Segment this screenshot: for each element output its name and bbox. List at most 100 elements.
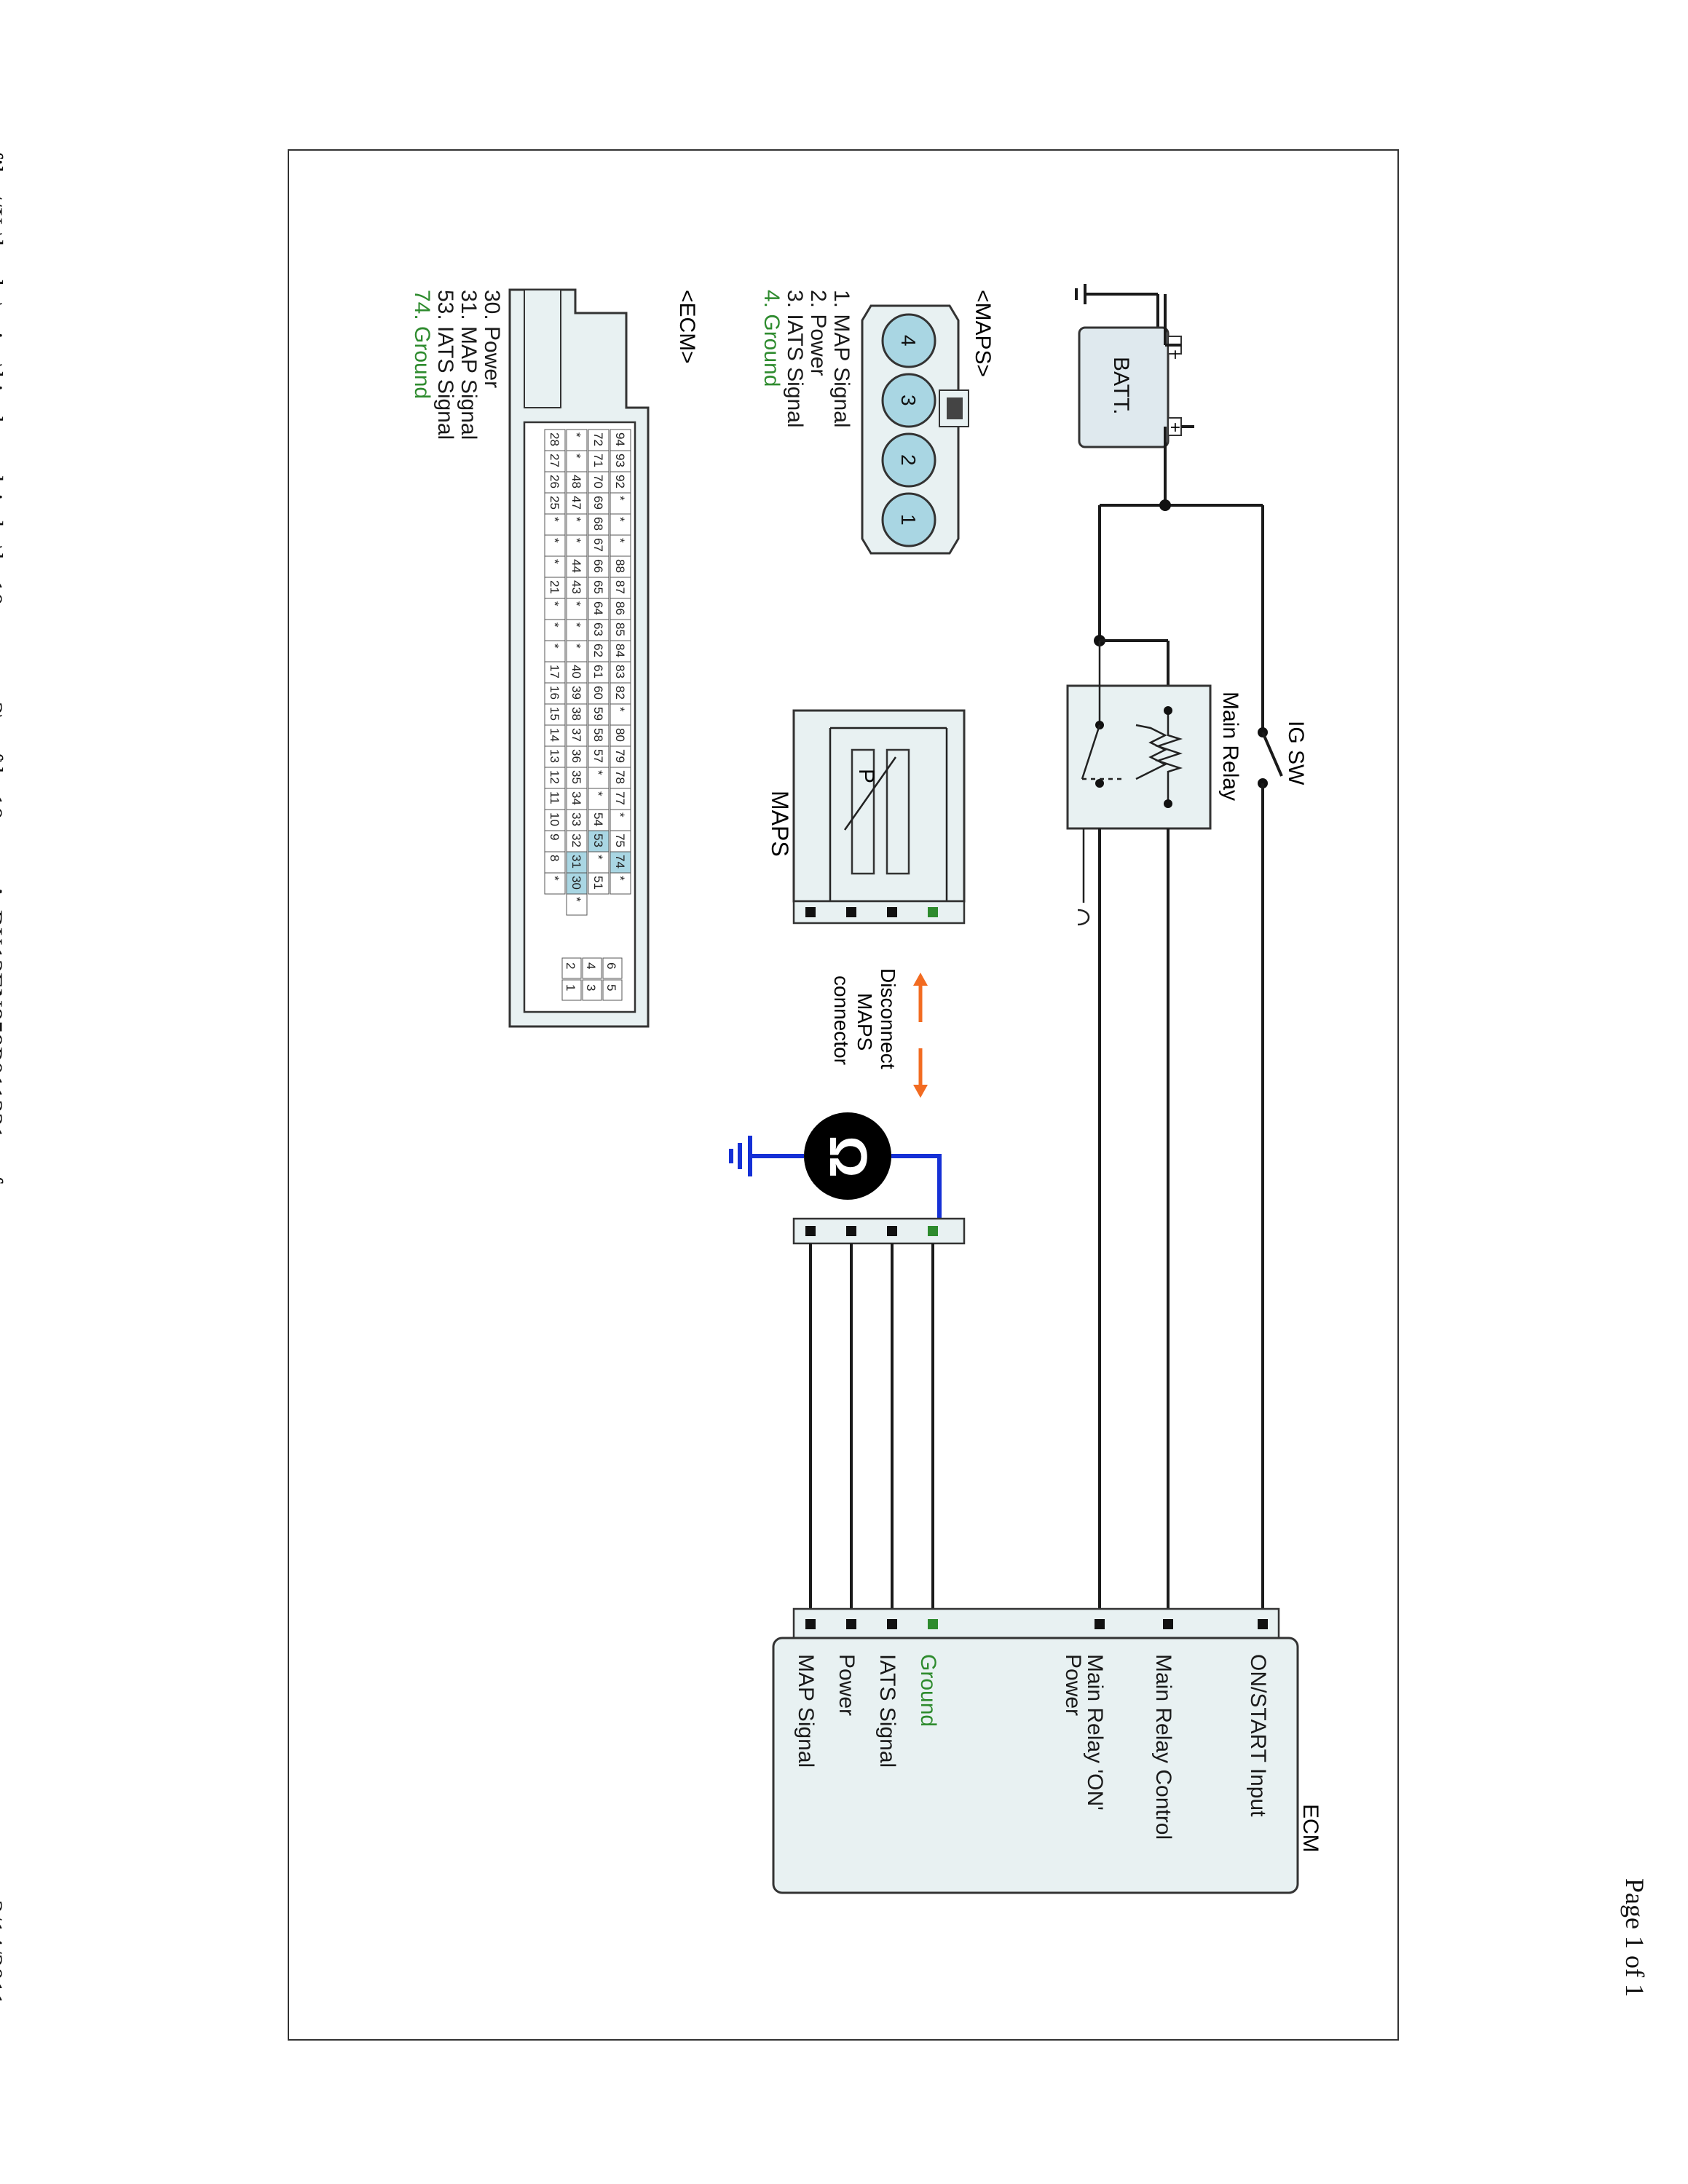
ecm-pin-number: *: [569, 601, 583, 606]
ecm-pin-number: 21: [548, 580, 561, 594]
ecm-pin-number: 47: [569, 496, 583, 510]
ecm-pin-cell: [566, 682, 588, 705]
ecm-pin-number: 77: [613, 791, 627, 805]
ecm-pin-cell: [566, 745, 588, 768]
ecm-pin-cell: [544, 661, 566, 684]
ecm-pin-number: 61: [591, 665, 605, 678]
ecm-pin-number: *: [548, 876, 561, 881]
ecm-pin-number: 74: [613, 855, 627, 869]
maps-pin-circle: [881, 313, 936, 368]
ecm-pin-cell: [588, 450, 610, 472]
maps-sensor: P MAPS: [767, 709, 966, 925]
ecm-pin-cell: [610, 851, 631, 874]
ecm-pin-number: 82: [613, 686, 627, 700]
ecm-pin-number: *: [591, 791, 605, 796]
ecm-pin-cell: [588, 619, 610, 641]
ecm-pin-number: *: [569, 644, 583, 649]
ecm-pin-number: *: [569, 622, 583, 628]
ecm-pin-number: 37: [569, 728, 583, 742]
ecm-aux-pin-number: 6: [604, 962, 618, 969]
ecm-pin-cell: [610, 555, 631, 578]
ecm-pin-number: *: [569, 538, 583, 543]
ecm-pin-number: 78: [613, 770, 627, 784]
ecm-pin-number: *: [569, 432, 583, 438]
ecm-pin-number: 79: [613, 749, 627, 763]
ecm-pin-cell: [544, 534, 566, 557]
ecm-pin-cell: [566, 471, 588, 494]
ecm-pin-cell: [566, 788, 588, 810]
ecm-title: ECM: [1298, 1804, 1322, 1853]
ecm-pin-number: *: [569, 517, 583, 522]
ecm-aux-pin-number: 2: [564, 962, 577, 969]
disconnect-note: Disconnect MAPS connector: [830, 968, 928, 1098]
ecm-pin-number: *: [613, 517, 627, 522]
ecm-pin-number: 67: [591, 538, 605, 552]
ecm-pin-number: 26: [548, 475, 561, 488]
ecm-pin-number: 39: [569, 686, 583, 700]
ecm-aux-pin-cell: [561, 957, 582, 979]
ecm-pin-number: 68: [591, 517, 605, 531]
svg-text:Disconnect: Disconnect: [877, 968, 899, 1069]
ecm-pin-cell: [588, 809, 610, 831]
ecm-pin-cell: [566, 429, 588, 451]
ecm-pin-number: 84: [613, 644, 627, 657]
ecm-pin-cell: [544, 767, 566, 789]
ecm-pin-cell: [610, 513, 631, 536]
ecm-pin-number: 11: [548, 791, 561, 804]
ecm-pin-number: *: [548, 644, 561, 649]
ecm-aux-pin-cell: [582, 979, 602, 1001]
ecm-pin-cell: [588, 788, 610, 810]
maps-pin-number: 4: [897, 335, 920, 347]
disconnect-arrow-down: [913, 1048, 928, 1098]
maps-pin-number: 1: [897, 514, 920, 526]
main-relay: Main Relay: [1066, 641, 1242, 830]
ecm-pin-number: 64: [591, 601, 605, 615]
ecm-pin-number: 51: [591, 876, 605, 890]
ecm-pin-number: 71: [591, 454, 605, 467]
ecm-pin-cell: [566, 703, 588, 726]
ecm-pin-cell: [610, 872, 631, 895]
ecm-pin-cell: [610, 640, 631, 662]
ecm-legend-item: 53. IATS Signal: [433, 290, 457, 440]
ecm-pin-number: *: [569, 454, 583, 459]
ecm-pin-number: *: [613, 812, 627, 818]
ecm-pin-number: *: [591, 855, 605, 860]
ecm-pin-number: 58: [591, 728, 605, 742]
ecm-pin-number: 70: [591, 475, 605, 488]
ecm-pin-cell: [566, 534, 588, 557]
ecm-pin-number: 15: [548, 707, 561, 721]
ecm-pin-number: 33: [569, 812, 583, 826]
ecm-pin-number: 66: [591, 559, 605, 573]
maps-pin-circle: [881, 432, 936, 488]
ecm-pin-cell: [544, 555, 566, 578]
ecm-aux-pin-number: 3: [584, 984, 598, 991]
ecm-pin-number: *: [569, 897, 583, 902]
ecm-pin-cell: [544, 703, 566, 726]
ecm-pin-cell: [566, 872, 588, 895]
ecm-pin-number: 30: [569, 876, 583, 890]
ecm-pin-cell: [610, 788, 631, 810]
maps-component-label: MAPS: [767, 791, 793, 857]
harness-connector: [792, 1217, 966, 1245]
ecm-pin-label: IATS Signal: [875, 1654, 899, 1768]
ecm-pin-cell: [544, 450, 566, 472]
maps-pin-circle: [881, 373, 936, 428]
ecm-pin-number: 36: [569, 749, 583, 763]
ecm-pin-number: 38: [569, 707, 583, 721]
ecm-connector-title: <ECM>: [675, 290, 699, 364]
ecm-aux-pin-cell: [602, 957, 623, 979]
ecm-pin-number: *: [613, 707, 627, 712]
ecm-pin-label: MAP Signal: [794, 1654, 818, 1768]
ecm-pin-number: 10: [548, 812, 561, 826]
ecm-pin-number: *: [548, 517, 561, 522]
ecm-connector-face: <ECM> 949392***88878685848382*80797877*7…: [410, 288, 699, 1028]
ecm-pin-cell: [610, 598, 631, 620]
ecm-pin-number: 87: [613, 580, 627, 594]
ecm-pin-cell: [566, 492, 588, 515]
ecm-pin-number: 86: [613, 601, 627, 615]
